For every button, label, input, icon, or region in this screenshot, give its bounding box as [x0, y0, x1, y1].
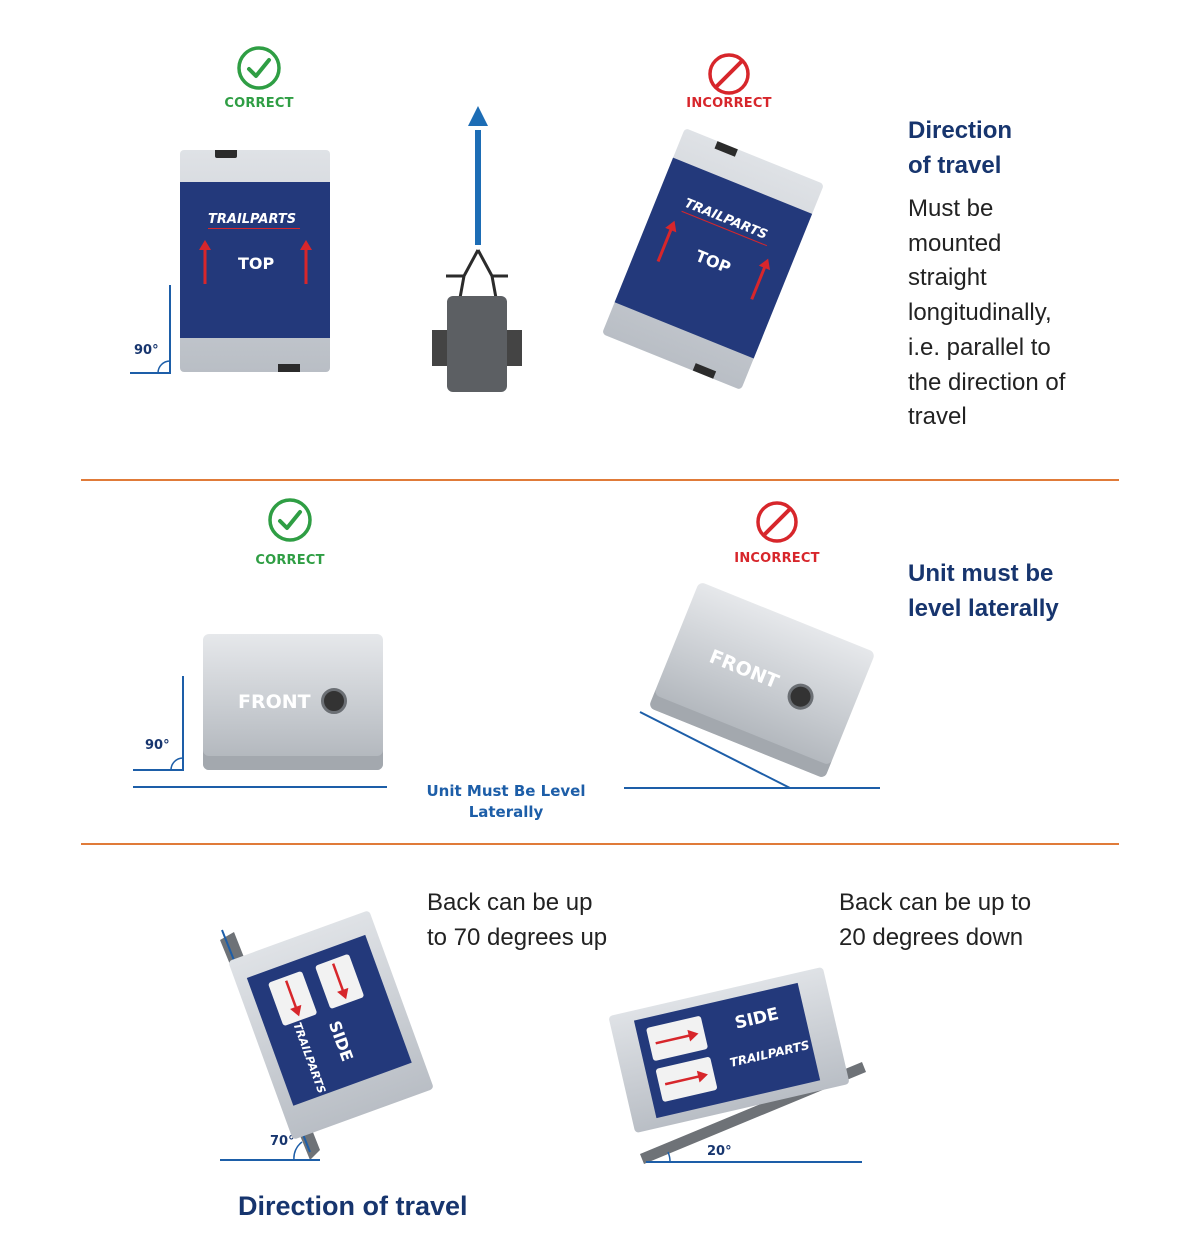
red-down-arrow-icon	[284, 980, 302, 1017]
brand-logo: TRAILPARTS	[208, 212, 297, 227]
level-caption: Unit Must Be Level Laterally	[426, 782, 586, 821]
angle-label: 20°	[707, 1144, 732, 1159]
unit-front-view-correct: FRONT	[203, 634, 383, 770]
red-up-arrow-icon	[750, 258, 770, 300]
angle-label: 90°	[145, 738, 170, 753]
no-entry-icon	[756, 501, 798, 543]
section1-heading: Direction of travel	[908, 117, 1013, 179]
body-line: travel	[908, 403, 967, 431]
angle-label: 90°	[134, 343, 159, 358]
correct-label: CORRECT	[255, 553, 325, 568]
tilted-baseline	[624, 711, 880, 789]
footer-heading: Direction of travel	[238, 1191, 468, 1221]
unit-top-view-incorrect: TRAILPARTS TOP	[601, 127, 825, 391]
divider	[81, 843, 1119, 845]
body-line: longitudinally,	[908, 299, 1052, 327]
body-line: i.e. parallel to	[908, 333, 1051, 361]
red-right-arrow-icon	[655, 1029, 699, 1045]
front-label: FRONT	[238, 691, 311, 713]
check-circle-icon	[268, 498, 312, 542]
unit-side-view-up: SIDE TRAILPARTS	[228, 910, 434, 1140]
body-line: the direction of	[908, 368, 1066, 396]
body-line: Back can be up	[427, 889, 593, 916]
top-label: TOP	[238, 254, 275, 273]
direction-arrow-icon	[468, 106, 488, 245]
knob	[783, 679, 818, 714]
red-up-arrow-icon	[656, 220, 677, 263]
incorrect-label: INCORRECT	[686, 96, 772, 111]
level-baseline	[133, 676, 387, 788]
right-angle-marker	[130, 285, 171, 374]
section2-heading: Unit must be level laterally	[908, 560, 1059, 622]
red-right-arrow-icon	[664, 1070, 708, 1086]
body-line: mounted	[908, 229, 1002, 257]
no-entry-icon	[708, 53, 750, 95]
body-line: 20 degrees down	[839, 923, 1024, 951]
angle-label: 70°	[270, 1134, 295, 1149]
incorrect-label: INCORRECT	[734, 551, 820, 566]
unit-top-view-correct: TRAILPARTS TOP	[180, 150, 330, 372]
divider	[81, 479, 1119, 481]
body-line: straight	[908, 264, 987, 292]
tilt-down-text: Back can be up to 20 degrees down	[839, 886, 1031, 955]
body-line: to 70 degrees up	[427, 923, 608, 951]
body-line: Must be	[908, 195, 994, 222]
body-line: Back can be up to	[839, 889, 1032, 916]
tilt-up-text: Back can be up to 70 degrees up	[427, 886, 607, 955]
knob	[321, 688, 347, 714]
red-up-arrow-icon	[300, 240, 312, 284]
front-label: FRONT	[706, 645, 782, 694]
red-down-arrow-icon	[331, 963, 349, 1000]
correct-label: CORRECT	[224, 96, 294, 111]
red-up-arrow-icon	[199, 240, 211, 284]
unit-side-view-down: SIDE TRAILPARTS	[608, 966, 850, 1134]
check-circle-icon	[237, 46, 281, 90]
trailer-icon	[432, 249, 522, 392]
section1-body: Must be mounted straight longitudinally, i.e…	[908, 192, 1065, 435]
